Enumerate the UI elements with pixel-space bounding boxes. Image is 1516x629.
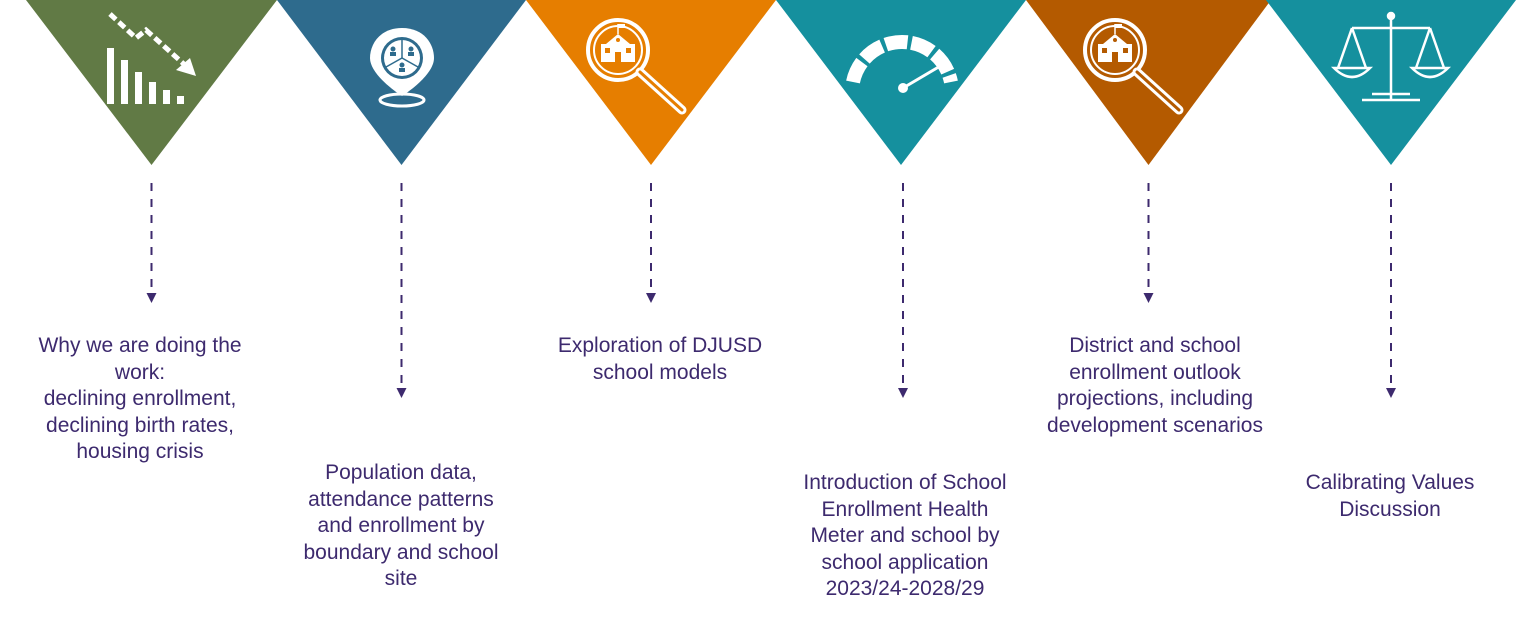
- step-6-triangle: [1266, 0, 1516, 165]
- step-1-label: Why we are doing the work: declining enr…: [38, 334, 242, 463]
- step-3-label: Exploration of DJUSD school models: [557, 334, 763, 384]
- step-5-triangle: [1026, 0, 1271, 165]
- school-magnifier-icon: [586, 18, 687, 115]
- step-5-label: District and school enrollment outlook p…: [1047, 334, 1263, 437]
- step-4-label: Introduction of School Enrollment Health…: [803, 471, 1007, 600]
- step-6-label: Calibrating Values Discussion: [1305, 471, 1475, 521]
- declining-bar-chart-icon: [107, 12, 196, 104]
- balance-scale-icon: [1330, 11, 1452, 102]
- step-1-triangle: [26, 0, 277, 165]
- speedometer-gauge-icon: [846, 34, 958, 93]
- population-location-pin-icon: [370, 28, 434, 108]
- step-4-shape: [776, 0, 1026, 165]
- school-magnifier-icon: [1083, 18, 1184, 115]
- step-2-triangle: [277, 0, 526, 165]
- step-2-label: Population data, attendance patterns and…: [303, 461, 499, 590]
- step-3-triangle: [526, 0, 776, 165]
- step-4-triangle: [776, 0, 1026, 165]
